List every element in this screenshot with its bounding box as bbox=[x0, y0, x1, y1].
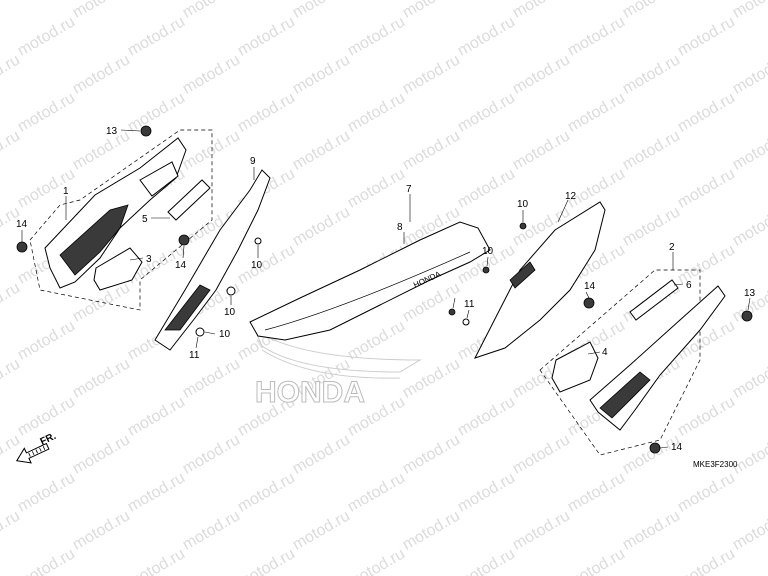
right-pad bbox=[551, 341, 599, 393]
callout-13-b: 13 bbox=[744, 288, 756, 299]
callout-14-d: 14 bbox=[671, 442, 683, 453]
callout-14-a: 14 bbox=[16, 219, 28, 230]
callout-labels: 1 2 3 4 5 6 7 8 9 10 10 10 10 10 11 11 1… bbox=[16, 126, 756, 453]
front-direction-indicator: FR. bbox=[15, 431, 58, 464]
callout-14-b: 14 bbox=[175, 260, 187, 271]
grommet-10-d bbox=[482, 266, 490, 274]
washer-11-left bbox=[195, 327, 205, 337]
diagram-code: MKE3F2300 bbox=[693, 460, 738, 469]
right-group-outline bbox=[539, 269, 701, 456]
right-decal-strip bbox=[629, 279, 679, 321]
seat: HONDA bbox=[249, 221, 491, 341]
grommet-10-e bbox=[448, 308, 456, 316]
logo-text: HONDA bbox=[255, 376, 365, 409]
bolt-13-left bbox=[140, 125, 152, 137]
leader-lines bbox=[21, 129, 751, 449]
callout-10-e: 10 bbox=[482, 246, 494, 257]
callout-4: 4 bbox=[602, 347, 608, 358]
callout-3: 3 bbox=[146, 254, 152, 265]
callout-2: 2 bbox=[669, 242, 675, 253]
grommet-10-c bbox=[519, 222, 527, 230]
callout-12: 12 bbox=[565, 191, 577, 202]
callout-14-c: 14 bbox=[584, 281, 596, 292]
callout-5: 5 bbox=[142, 214, 148, 225]
callout-13-a: 13 bbox=[106, 126, 118, 137]
bolt-14-left bbox=[16, 241, 28, 253]
grommet-10-b bbox=[226, 286, 236, 296]
front-arrow-icon bbox=[15, 442, 50, 464]
callout-6: 6 bbox=[686, 280, 692, 291]
left-shroud bbox=[154, 169, 271, 351]
bolt-14-right bbox=[649, 442, 661, 454]
callout-11-a: 11 bbox=[189, 350, 200, 361]
right-side-cover bbox=[589, 285, 726, 431]
honda-wing-logo: HONDA bbox=[253, 328, 422, 410]
direction-label: FR. bbox=[39, 431, 58, 448]
callout-10-c: 10 bbox=[219, 329, 231, 340]
callout-9: 9 bbox=[250, 156, 256, 167]
callout-7: 7 bbox=[406, 184, 412, 195]
callout-10-a: 10 bbox=[251, 260, 263, 271]
left-side-cover bbox=[44, 137, 187, 289]
right-shroud bbox=[473, 201, 606, 359]
callout-10-b: 10 bbox=[224, 307, 236, 318]
left-pad bbox=[93, 247, 143, 291]
bolt-13-right bbox=[741, 310, 753, 322]
callout-8: 8 bbox=[397, 222, 403, 233]
bolt-14-right-shroud bbox=[583, 297, 595, 309]
callout-1: 1 bbox=[63, 186, 69, 197]
washer-11-right bbox=[462, 318, 470, 326]
callout-10-d: 10 bbox=[517, 199, 529, 210]
left-group-outline bbox=[29, 129, 213, 311]
bolt-14-shroud bbox=[178, 234, 190, 246]
left-decal-strip bbox=[167, 179, 211, 221]
fasteners bbox=[16, 125, 753, 454]
grommet-10-a bbox=[254, 237, 262, 245]
callout-11-b: 11 bbox=[464, 299, 475, 310]
